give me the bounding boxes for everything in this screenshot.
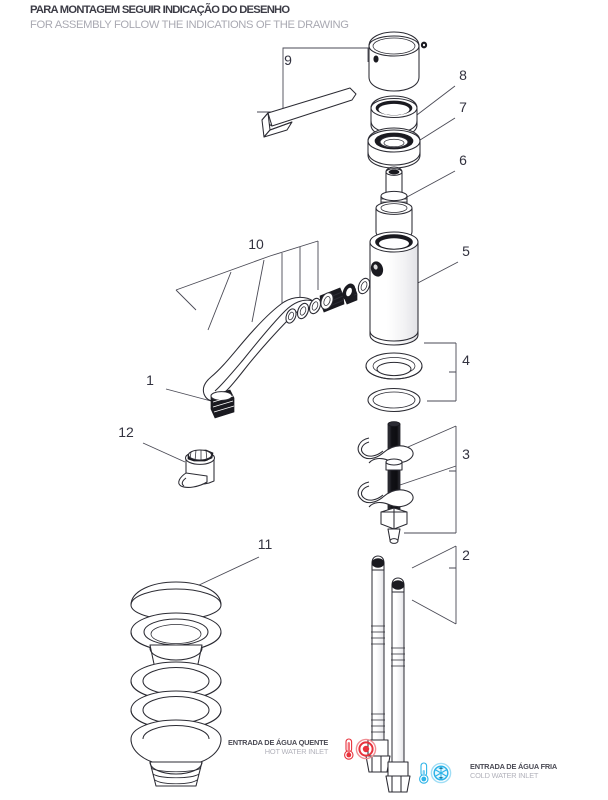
legend-cold-label-pt: ENTRADA DE ÁGUA FRIA: [470, 762, 558, 771]
header-line-english: FOR ASSEMBLY FOLLOW THE INDICATIONS OF T…: [30, 19, 349, 31]
part-allen-hex-key: [261, 87, 357, 138]
legend-hot-label-pt: ENTRADA DE ÁGUA QUENTE: [228, 738, 329, 747]
part-spout-and-o-rings: [202, 277, 371, 402]
callout-number-9: 9: [284, 52, 292, 68]
callout-number-3: 3: [462, 446, 470, 462]
snowflake-icon: [430, 762, 452, 784]
callout-numbers: 1 2 3 4 5 6 7 8 9 10 11 12: [118, 52, 470, 563]
callout-number-10: 10: [248, 236, 264, 252]
callout-number-8: 8: [459, 67, 467, 83]
leader-lines: [142, 47, 459, 625]
header-line-portuguese: PARA MONTAGEM SEGUIR INDICAÇÃO DO DESENH…: [30, 4, 290, 16]
part-base-gasket-seals: [365, 352, 423, 413]
legend-hot-label-en: HOT WATER INLET: [264, 746, 329, 756]
legend-cold-label-en: COLD WATER INLET: [470, 770, 539, 780]
callout-number-7: 7: [459, 99, 467, 115]
part-aerator-ring: [210, 389, 235, 419]
cold-water-icons: [419, 762, 452, 784]
thermometer-hot-icon: [344, 738, 354, 760]
callout-number-4: 4: [462, 352, 470, 368]
hot-target-icon: [355, 738, 377, 760]
callout-number-6: 6: [459, 152, 467, 168]
hot-water-icons: [344, 738, 377, 760]
part-fixing-clamp-assembly: [357, 421, 414, 544]
callout-number-5: 5: [462, 243, 470, 259]
part-collar-ring: [370, 95, 418, 138]
thermometer-cold-icon: [419, 762, 429, 784]
callout-number-1: 1: [146, 372, 154, 388]
callout-number-2: 2: [462, 547, 470, 563]
part-cartridge-retaining-cap: [367, 127, 421, 169]
legend-cold-water-inlet: ENTRADA DE ÁGUA FRIA COLD WATER INLET: [470, 762, 558, 780]
legend-hot-water-inlet: ENTRADA DE ÁGUA QUENTE HOT WATER INLET: [228, 738, 329, 756]
part-handle-knob: [368, 31, 428, 92]
part-aerator-housing: [178, 449, 216, 488]
part-ceramic-cartridge: [375, 166, 413, 241]
part-faucet-body-tube: [369, 231, 419, 346]
callout-number-12: 12: [118, 424, 134, 440]
part-flexible-supply-hoses: [365, 555, 411, 793]
part-pop-up-waste-drain: [130, 581, 222, 787]
callout-number-11: 11: [258, 536, 273, 552]
